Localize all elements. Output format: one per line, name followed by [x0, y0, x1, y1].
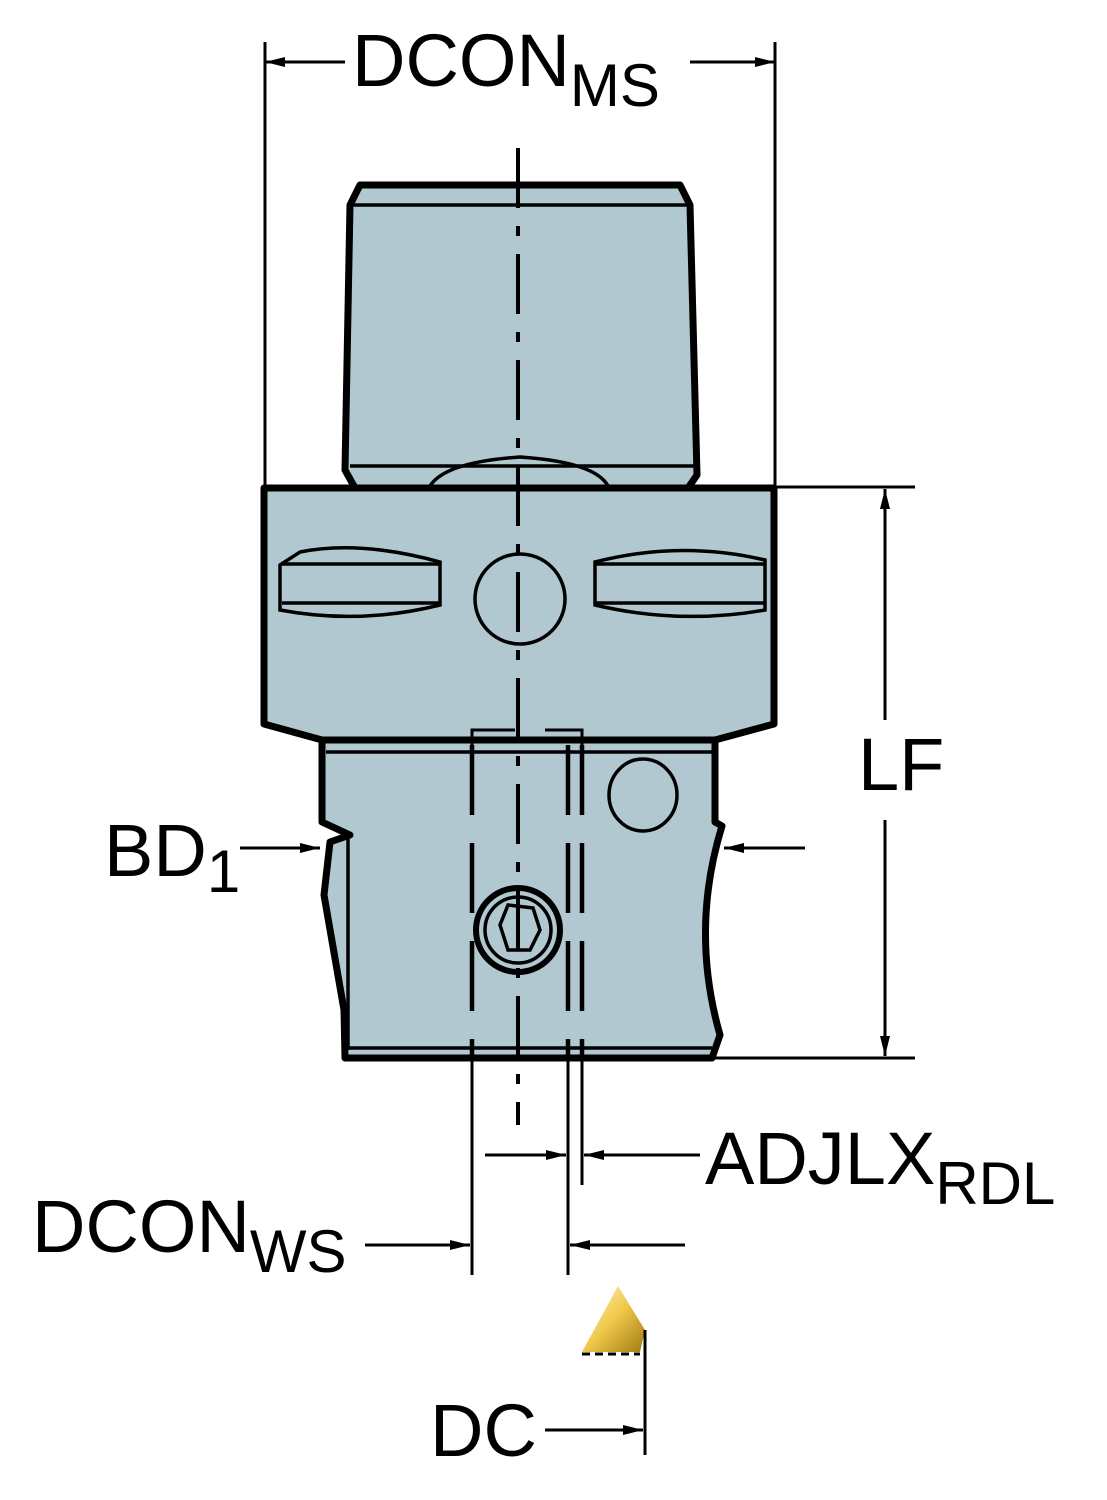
- pin-hole: [607, 757, 679, 833]
- svg-text:DCONWS: DCONWS: [32, 1185, 347, 1285]
- cutting-insert-icon: [582, 1286, 645, 1352]
- dim-lf: LF: [715, 485, 944, 1060]
- label-adjlx: ADJLX: [705, 1117, 935, 1200]
- dim-dcon-ws: DCONWS: [32, 1185, 685, 1285]
- top-shank: [341, 181, 701, 492]
- dim-dc: DC: [430, 1286, 647, 1472]
- label-bd: BD: [104, 809, 207, 892]
- label-dcon-ws: DCON: [32, 1185, 250, 1268]
- label-lf: LF: [858, 723, 944, 806]
- label-sub-ws: WS: [250, 1218, 347, 1285]
- dim-adjlx-rdl: ADJLXRDL: [485, 1117, 1055, 1217]
- label-sub-1: 1: [207, 838, 240, 905]
- dim-dcon-ms: DCONMS: [263, 19, 777, 487]
- svg-text:DCONMS: DCONMS: [352, 19, 660, 119]
- label-dcon: DCON: [352, 19, 570, 102]
- lower-body: [318, 728, 726, 1062]
- svg-text:ADJLXRDL: ADJLXRDL: [705, 1117, 1055, 1217]
- label-sub-rdl: RDL: [935, 1150, 1055, 1217]
- svg-text:BD1: BD1: [104, 809, 240, 905]
- dim-bd1: BD1: [104, 809, 805, 905]
- label-sub-ms: MS: [570, 52, 660, 119]
- label-dc: DC: [430, 1389, 537, 1472]
